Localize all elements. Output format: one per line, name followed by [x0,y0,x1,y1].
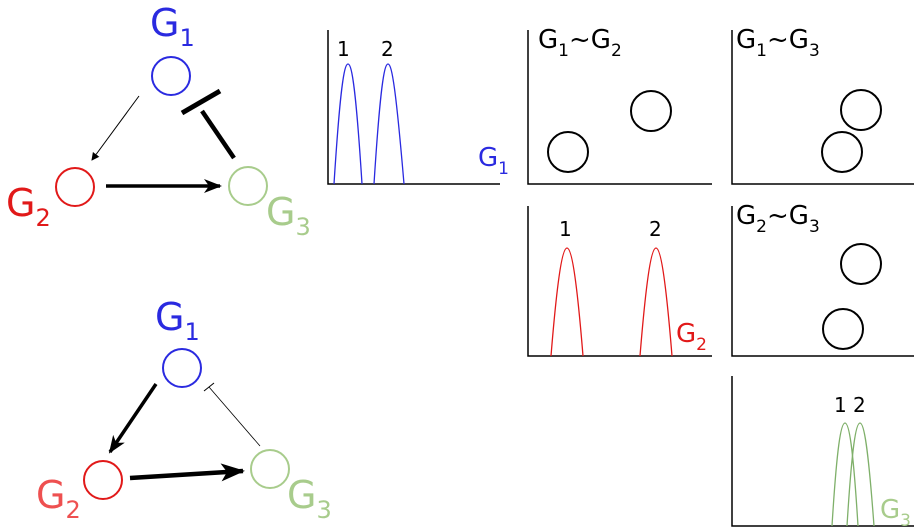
bottom-edge-inhibit-bar [203,382,215,392]
histogram-g1-peak-1-curve [333,63,363,185]
histogram-g1: 1 2 G1 [327,30,509,185]
histogram-g2-axes [527,206,712,357]
histogram-g3-peak-2-curve [846,422,875,527]
bottom-g3-node [250,449,290,489]
top-edge-g3-g1-inhibit [200,109,236,160]
scatter-g1-g3-axes [731,30,914,185]
histogram-g3-axes [731,376,914,527]
top-g2-node [55,167,95,207]
histogram-g1-peak-2-curve [373,63,405,185]
scatter-g1-g3: G1~G3 [731,25,914,185]
top-edge-inhibit-bar [180,88,222,116]
histogram-g2: 1 2 G2 [527,206,712,357]
scatter-g1-g2-axes [527,30,712,185]
scatter-g2-g3-axes [731,206,914,357]
bottom-edge-g2-g3 [129,463,245,482]
top-g3-node [228,166,268,206]
top-edge-g1-g2 [91,95,140,161]
histogram-g3-peak-1-label: 1 [834,393,847,417]
scatter-g2-g3-cluster-2 [822,308,864,350]
top-g1-label: G1 [150,1,195,52]
scatter-g2-g3: G2~G3 [731,201,914,357]
network-top: G1 G2 G3 [6,1,311,241]
scatter-g1-g3-cluster-2 [821,131,863,173]
top-g1-node [151,56,191,96]
scatter-g1-g2-cluster-2 [630,90,672,132]
network-bottom: G1 G2 G3 [36,295,332,524]
histogram-g2-peak-1-curve [550,247,584,357]
histogram-g2-axis-label: G2 [676,319,707,355]
bottom-g1-node [162,348,202,388]
bottom-g3-label: G3 [287,473,332,524]
top-g3-label: G3 [266,190,311,241]
histogram-g3-peak-2-label: 2 [853,393,866,417]
bottom-g2-label: G2 [36,473,81,524]
histogram-g1-axis-label: G1 [478,143,509,179]
bottom-g1-label: G1 [155,295,200,346]
histogram-g3-peak-1-curve [831,422,859,527]
scatter-g2-g3-cluster-1 [840,243,882,285]
histogram-g1-peak-2-label: 2 [381,37,394,61]
scatter-g2-g3-title: G2~G3 [736,201,820,237]
bottom-edge-g3-g1-inhibit [208,386,261,447]
scatter-g1-g2: G1~G2 [527,25,712,185]
histogram-g2-peak-2-label: 2 [649,217,662,241]
scatter-g1-g2-cluster-1 [547,131,589,173]
histogram-g1-peak-1-label: 1 [337,37,350,61]
bottom-g2-node [83,460,123,500]
histogram-g3-axis-label: G3 [880,495,911,531]
scatter-g1-g3-title: G1~G3 [736,25,820,61]
scatter-g1-g3-cluster-1 [840,89,882,131]
histogram-g3: 1 2 G3 [731,376,914,531]
top-g2-label: G2 [6,181,51,232]
histogram-g2-peak-2-curve [639,247,673,357]
bottom-edge-g1-g2 [108,383,158,454]
histogram-g1-axes [327,30,500,185]
histogram-g2-peak-1-label: 1 [559,217,572,241]
scatter-g1-g2-title: G1~G2 [538,25,622,61]
